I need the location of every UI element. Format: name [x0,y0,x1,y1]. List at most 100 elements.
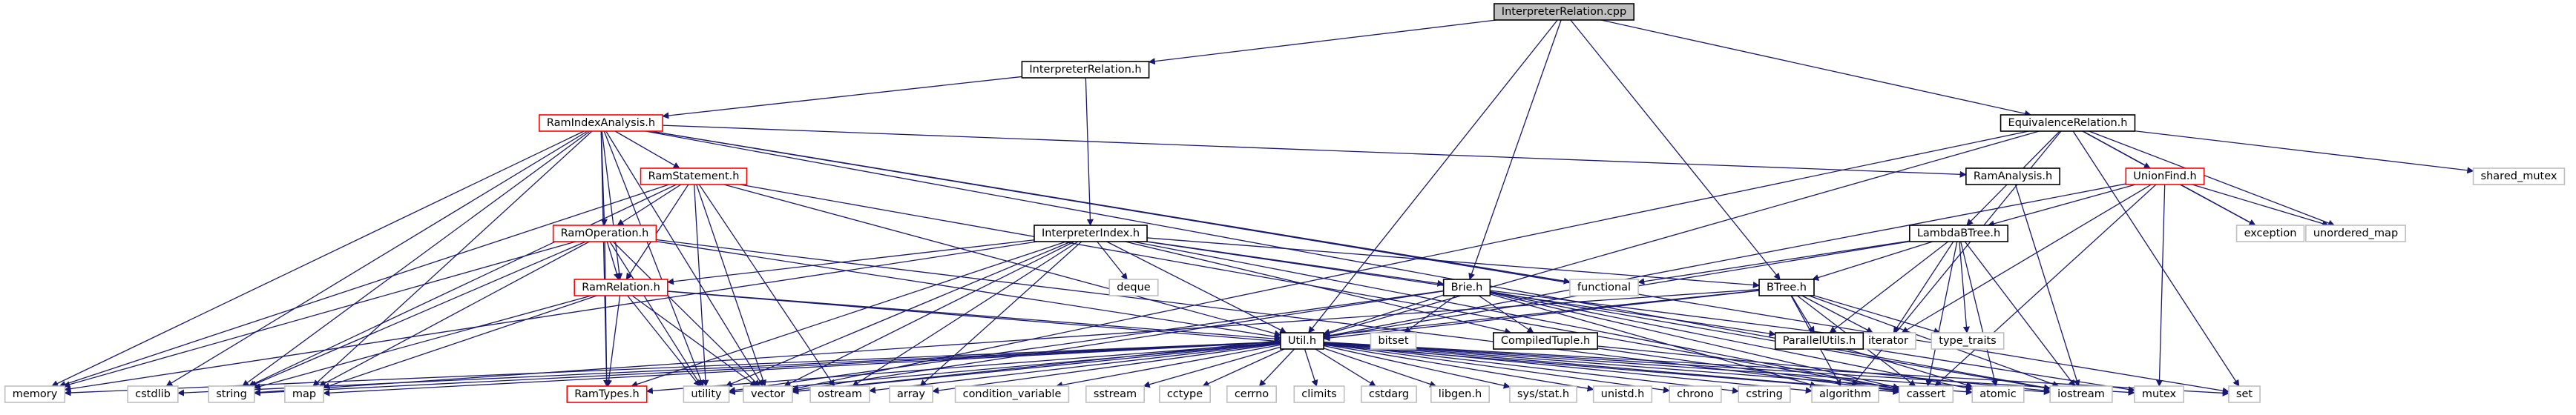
node-box [954,385,1070,403]
node-shared-mutex: shared_mutex [2472,167,2566,185]
node-box [1774,332,1864,350]
node-box [1509,385,1577,403]
node-label: InterpreterIndex.h [1042,228,1140,239]
edge-interpreter-index-h-to-utility [725,241,1071,388]
node-memory: memory [4,385,66,403]
edge-interpreter-relation-cpp-to-btree-h [1570,19,1781,280]
node-label: mutex [2142,388,2177,400]
edge-lambda-btree-h-to-iterator [1893,241,1954,333]
edge-util-h-to-cassert [1324,342,1900,395]
edge-util-h-to-atomic [1324,342,1974,396]
node-box [552,225,657,242]
node-map: map [284,385,324,403]
node-parallel-utils-h[interactable]: ParallelUtils.h [1774,332,1864,350]
node-box [566,385,648,403]
edge-ram-operation-h-to-cassert [656,239,1900,394]
node-label: unistd.h [1601,388,1645,400]
edge-interpreter-index-h-to-btree-h [1146,237,1760,289]
node-ram-analysis-h[interactable]: RamAnalysis.h [1965,167,2060,185]
edge-parallel-utils-h-to-atomic [1846,348,1974,388]
node-label: cstring [1746,388,1783,400]
node-equivalence-relation-h[interactable]: EquivalenceRelation.h [2000,114,2136,132]
edge-ram-index-analysis-h-to-ram-statement-h [614,130,680,169]
edge-ram-operation-h-to-ram-types-h [603,241,611,387]
edge-util-h-to-unistd-h [1323,344,1594,392]
node-box [1931,332,2005,350]
edge-ram-operation-h-to-utility [609,241,702,387]
node-label: cerrno [1235,388,1269,400]
edge-parallel-utils-h-to-mutex [1863,347,2135,394]
edge-util-h-to-mutex [1324,342,2135,396]
edge-util-h-to-set [1324,341,2230,396]
edge-brie-h-to-cassert [1490,292,1900,391]
node-compiled-tuple-h[interactable]: CompiledTuple.h [1493,332,1598,350]
node-box [2305,225,2406,242]
edge-union-find-h-to-iterator [1901,184,2152,333]
edge-util-h-to-algorithm [1324,342,1813,394]
node-label: Util.h [1288,335,1316,347]
edge-interpreter-relation-cpp-to-equivalence-relation-h [1600,19,2032,117]
edge-ram-operation-h-to-util-h [656,241,1281,340]
edge-util-h-to-vector [792,342,1281,395]
node-label: cstdlib [135,388,171,400]
node-label: atomic [1979,388,2017,400]
node-ram-index-analysis-h[interactable]: RamIndexAnalysis.h [539,114,663,132]
edge-interpreter-relation-h-to-ram-index-analysis-h [662,76,1022,119]
node-unistd-h: unistd.h [1592,385,1653,403]
node-union-find-h[interactable]: UnionFind.h [2125,167,2205,185]
edge-equivalence-relation-h-to-set [2072,130,2240,387]
node-box [1909,225,2008,242]
node-btree-h[interactable]: BTree.h [1758,279,1815,296]
edge-util-h-to-cerrno [1258,348,1295,387]
node-box [683,385,730,403]
node-label: array [897,388,925,400]
node-vector: vector [743,385,793,403]
node-util-h[interactable]: Util.h [1280,332,1324,350]
node-type-traits: type_traits [1931,332,2005,350]
node-box [1034,225,1148,242]
node-label: iostream [2057,388,2105,400]
node-box [1430,385,1490,403]
edge-brie-h-to-iterator [1490,290,1862,340]
edge-util-h-to-cstdlib [177,341,1281,396]
node-ram-types-h[interactable]: RamTypes.h [566,385,648,403]
node-climits: climits [1293,385,1345,403]
node-box [1493,3,1635,21]
node-label: deque [1117,282,1151,293]
edge-btree-h-to-util-h [1323,290,1760,342]
node-ram-relation-h[interactable]: RamRelation.h [574,279,668,296]
node-interpreter-index-h[interactable]: InterpreterIndex.h [1034,225,1148,242]
node-bitset: bitset [1370,332,1417,350]
edge-util-h-to-sstream [1143,346,1281,388]
node-label: InterpreterRelation.h [1029,64,1141,76]
edge-brie-h-to-compiled-tuple-h [1478,295,1534,333]
node-box [1226,385,1277,403]
node-ram-statement-h[interactable]: RamStatement.h [640,167,748,185]
edge-util-h-to-array [932,343,1281,394]
node-iterator: iterator [1860,332,1916,350]
edge-ram-statement-h-to-vector [696,184,766,387]
edge-btree-h-to-iterator [1801,295,1873,333]
node-interpreter-relation-h[interactable]: InterpreterRelation.h [1021,61,1150,79]
node-box [1108,279,1159,296]
edge-union-find-h-to-unordered-map [2192,184,2330,228]
edge-interpreter-index-h-to-ostream [852,241,1079,387]
node-ram-operation-h[interactable]: RamOperation.h [552,225,657,242]
node-label: RamAnalysis.h [1974,170,2052,182]
node-sstream: sstream [1085,385,1145,403]
edge-lambda-btree-h-to-functional [1637,240,1910,285]
node-brie-h[interactable]: Brie.h [1442,279,1491,296]
edge-btree-h-to-type-traits [1813,295,1941,335]
edge-ram-index-analysis-h-to-map [312,130,593,387]
edge-util-h-to-ostream [868,342,1281,394]
edge-union-find-h-to-util-h [1323,183,2126,339]
edge-ram-statement-h-to-ram-relation-h [625,184,689,280]
node-cstring: cstring [1738,385,1791,403]
node-interpreter-relation-cpp[interactable]: InterpreterRelation.cpp [1493,3,1635,21]
node-lambda-btree-h[interactable]: LambdaBTree.h [1909,225,2008,242]
edge-equivalence-relation-h-to-shared-mutex [2135,130,2474,174]
edge-interpreter-index-h-to-ram-relation-h [666,239,1035,285]
edge-lambda-btree-h-to-type-traits [1959,241,1970,333]
node-box [1738,385,1791,403]
node-label: RamIndexAnalysis.h [547,117,655,129]
